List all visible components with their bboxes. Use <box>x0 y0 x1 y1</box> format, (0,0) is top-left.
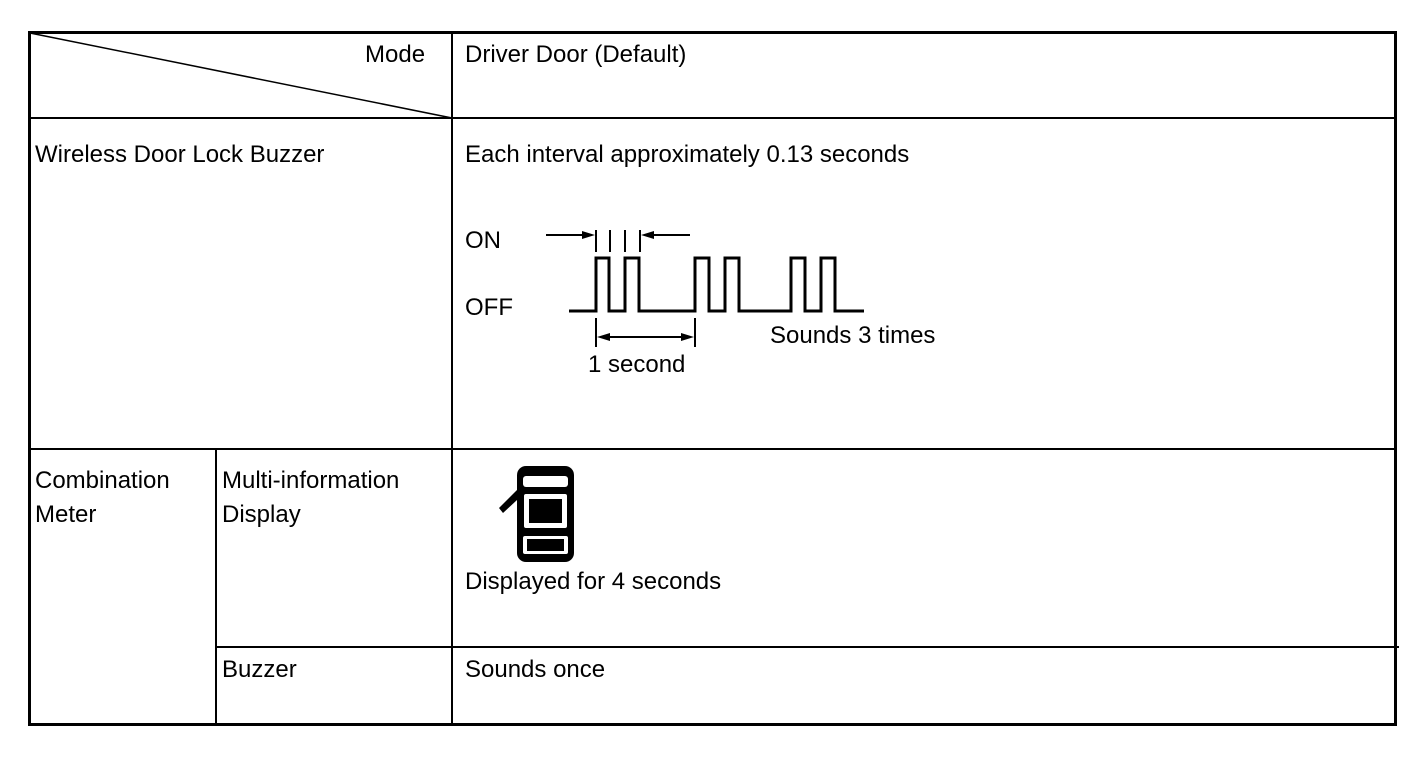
combination-meter-label-line1: Combination <box>35 467 170 494</box>
table-border-left <box>28 31 31 726</box>
displayed-duration: Displayed for 4 seconds <box>465 568 722 595</box>
interval-description: Each interval approximately 0.13 seconds <box>465 141 910 168</box>
row-divider-header <box>28 117 1397 119</box>
row-divider-wireless <box>28 448 1397 450</box>
table-border-top <box>28 31 1397 34</box>
table-border-right <box>1394 31 1397 726</box>
one-second-arrowhead-left <box>597 333 610 341</box>
off-label: OFF <box>465 294 513 321</box>
multi-information-display-label-line1: Multi-information <box>222 467 400 494</box>
multi-information-display-label-line2: Display <box>222 501 301 528</box>
column-divider-sub <box>215 449 217 726</box>
combination-meter-label-line2: Meter <box>35 501 97 528</box>
interval-arrowhead-left <box>582 231 595 239</box>
buzzer-label: Buzzer <box>222 656 297 683</box>
table-border-bottom <box>28 723 1397 726</box>
driver-door-header: Driver Door (Default) <box>465 41 687 68</box>
on-label: ON <box>465 227 501 254</box>
buzzer-waveform <box>569 256 864 313</box>
sounds-three-times-label: Sounds 3 times <box>770 322 936 349</box>
interval-arrowhead-right <box>641 231 654 239</box>
mode-header: Mode <box>365 41 426 68</box>
column-divider-main <box>451 31 453 726</box>
buzzer-value: Sounds once <box>465 656 606 683</box>
row-divider-display <box>215 646 1399 648</box>
one-second-label: 1 second <box>588 351 686 378</box>
wireless-door-lock-buzzer-label: Wireless Door Lock Buzzer <box>35 141 325 168</box>
one-second-arrowhead-right <box>681 333 694 341</box>
